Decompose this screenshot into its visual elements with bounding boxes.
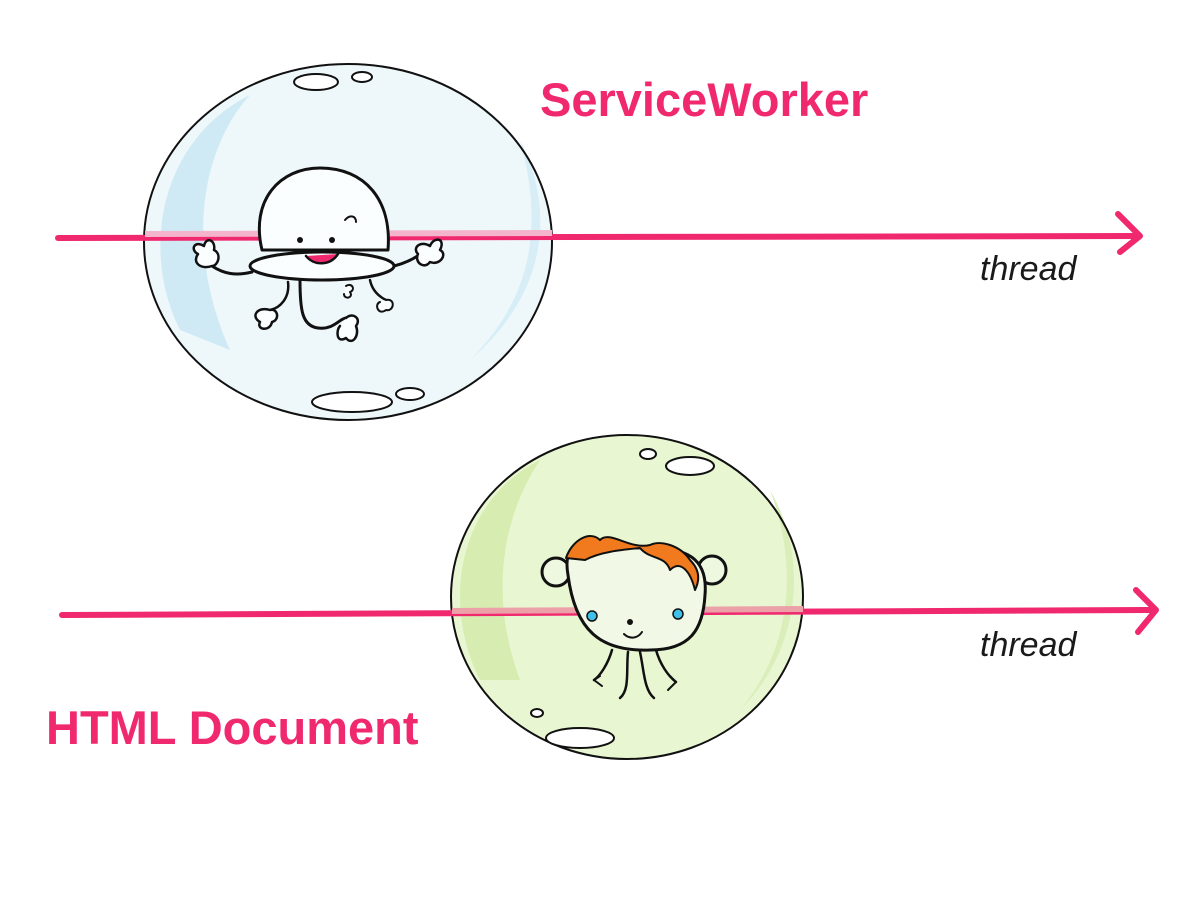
sw-highlight-top [294,74,338,90]
doc-highlight-bottom [546,728,614,748]
html-document-thread-label: thread [980,626,1076,665]
service-worker-title: ServiceWorker [540,72,868,127]
sw-highlight-bottom-small [396,388,424,400]
sw-highlight-top-small [352,72,372,82]
doc-highlight-bottom-small [531,709,543,717]
sw-arrowhead-icon [1118,214,1140,252]
html-document-title: HTML Document [46,700,419,755]
sw-highlight-bottom [312,392,392,412]
service-worker-thread-label: thread [980,250,1076,289]
doc-highlight-top [666,457,714,475]
doc-highlight-top-small [640,449,656,459]
